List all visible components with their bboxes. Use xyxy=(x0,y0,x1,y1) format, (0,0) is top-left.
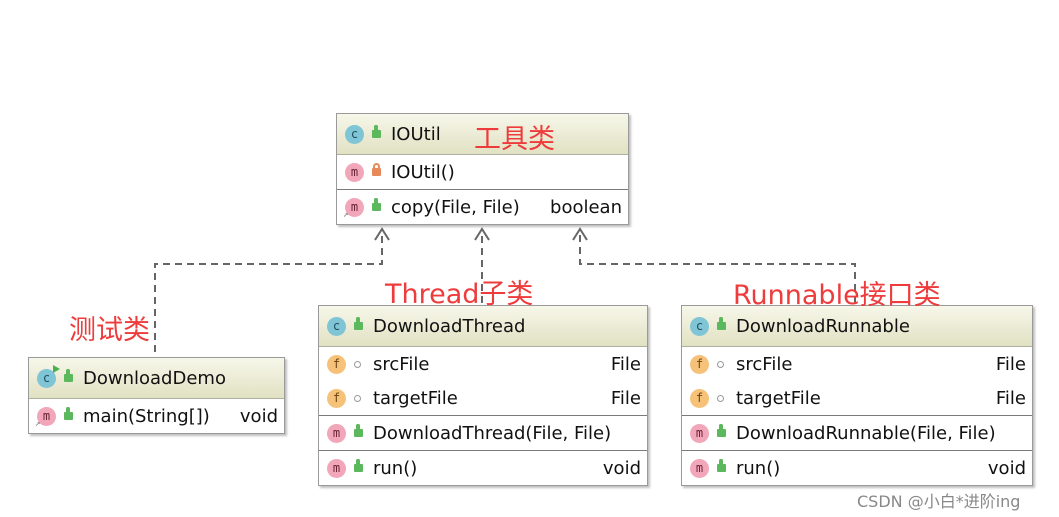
member-name: srcFile xyxy=(373,353,430,375)
member-name: IOUtil() xyxy=(391,161,455,183)
run-indicator-icon xyxy=(53,364,60,373)
method-row[interactable]: m run() void xyxy=(319,451,647,485)
annotation-test-class: 测试类 xyxy=(69,315,150,346)
public-visibility-icon xyxy=(717,317,726,330)
member-section: m run() void xyxy=(319,450,647,485)
member-type: void xyxy=(239,405,278,427)
field-row[interactable]: f targetFile File xyxy=(319,381,647,415)
class-icon: c xyxy=(345,124,364,144)
package-visibility-icon xyxy=(354,360,361,368)
member-type: File xyxy=(610,387,641,409)
class-header[interactable]: c DownloadDemo xyxy=(29,358,284,399)
arrowhead-demo xyxy=(374,227,390,241)
class-download-demo[interactable]: c DownloadDemo m↗ main(String[]) void xyxy=(28,357,285,434)
static-marker-icon: ↗ xyxy=(343,209,349,220)
annotation-tool-class: 工具类 xyxy=(474,124,555,155)
field-icon: f xyxy=(690,354,709,374)
class-name: IOUtil xyxy=(391,123,441,145)
public-visibility-icon xyxy=(372,125,381,138)
class-header[interactable]: c IOUtil xyxy=(337,114,628,155)
annotation-thread-subclass: Thread子类 xyxy=(385,279,534,310)
member-name: run() xyxy=(373,457,418,479)
method-icon: m xyxy=(690,423,709,443)
member-section: m run() void xyxy=(682,450,1032,485)
dependency-demo-to-ioutil xyxy=(154,232,383,352)
field-icon: f xyxy=(327,354,346,374)
member-section: m DownloadThread(File, File) xyxy=(319,415,647,450)
member-type: File xyxy=(995,387,1026,409)
arrowhead-runnable xyxy=(572,227,588,241)
method-row[interactable]: m IOUtil() xyxy=(337,155,628,189)
package-visibility-icon xyxy=(354,394,361,402)
member-type: void xyxy=(602,457,641,479)
member-section: m↗ main(String[]) void xyxy=(29,399,284,433)
method-icon: m xyxy=(327,458,346,478)
public-visibility-icon xyxy=(717,459,726,472)
class-name: DownloadDemo xyxy=(83,367,226,389)
member-name: main(String[]) xyxy=(83,405,210,427)
public-visibility-icon xyxy=(717,424,726,437)
public-visibility-icon xyxy=(372,198,381,211)
member-type: void xyxy=(987,457,1026,479)
class-name: DownloadThread xyxy=(373,315,526,337)
watermark: CSDN @小白*进阶ing xyxy=(857,492,1021,511)
member-type: boolean xyxy=(550,196,622,218)
public-visibility-icon xyxy=(64,369,73,382)
private-visibility-icon xyxy=(372,163,381,176)
method-icon: m xyxy=(327,423,346,443)
public-visibility-icon xyxy=(354,317,363,330)
member-name: run() xyxy=(736,457,781,479)
member-name: copy(File, File) xyxy=(391,196,520,218)
method-row[interactable]: m DownloadThread(File, File) xyxy=(319,416,647,450)
static-marker-icon: ↗ xyxy=(35,418,41,429)
member-section: m↗ copy(File, File) boolean xyxy=(337,189,628,224)
method-row[interactable]: m DownloadRunnable(File, File) xyxy=(682,416,1032,450)
class-ioutil[interactable]: c IOUtil m IOUtil() m↗ copy(File, File) boolea… xyxy=(336,113,629,225)
class-icon: c xyxy=(327,316,346,336)
field-row[interactable]: f srcFile File xyxy=(682,347,1032,381)
public-visibility-icon xyxy=(64,407,73,420)
field-icon: f xyxy=(690,388,709,408)
member-name: DownloadThread(File, File) xyxy=(373,422,612,444)
annotation-runnable-impl: Runnable接口类 xyxy=(733,280,941,311)
member-section: m DownloadRunnable(File, File) xyxy=(682,415,1032,450)
method-icon: m↗ xyxy=(343,197,364,220)
class-name: DownloadRunnable xyxy=(736,315,910,337)
method-row[interactable]: m↗ copy(File, File) boolean xyxy=(337,190,628,224)
member-name: srcFile xyxy=(736,353,793,375)
package-visibility-icon xyxy=(717,394,724,402)
member-name: DownloadRunnable(File, File) xyxy=(736,422,996,444)
field-row[interactable]: f srcFile File xyxy=(319,347,647,381)
member-type: File xyxy=(610,353,641,375)
public-visibility-icon xyxy=(354,424,363,437)
member-name: targetFile xyxy=(373,387,458,409)
member-type: File xyxy=(995,353,1026,375)
dependency-runnable-to-ioutil xyxy=(579,232,856,303)
method-row[interactable]: m↗ main(String[]) void xyxy=(29,399,284,433)
package-visibility-icon xyxy=(717,360,724,368)
class-header[interactable]: c DownloadRunnable xyxy=(682,306,1032,347)
member-name: targetFile xyxy=(736,387,821,409)
member-section: m IOUtil() xyxy=(337,155,628,189)
field-row[interactable]: f targetFile File xyxy=(682,381,1032,415)
class-header[interactable]: c DownloadThread xyxy=(319,306,647,347)
field-icon: f xyxy=(327,388,346,408)
public-visibility-icon xyxy=(354,459,363,472)
method-icon: m xyxy=(690,458,709,478)
arrowhead-thread xyxy=(474,227,490,241)
class-icon: c xyxy=(37,364,60,388)
method-icon: m↗ xyxy=(35,406,56,429)
method-row[interactable]: m run() void xyxy=(682,451,1032,485)
class-icon: c xyxy=(690,316,709,336)
method-icon: m xyxy=(345,162,364,182)
